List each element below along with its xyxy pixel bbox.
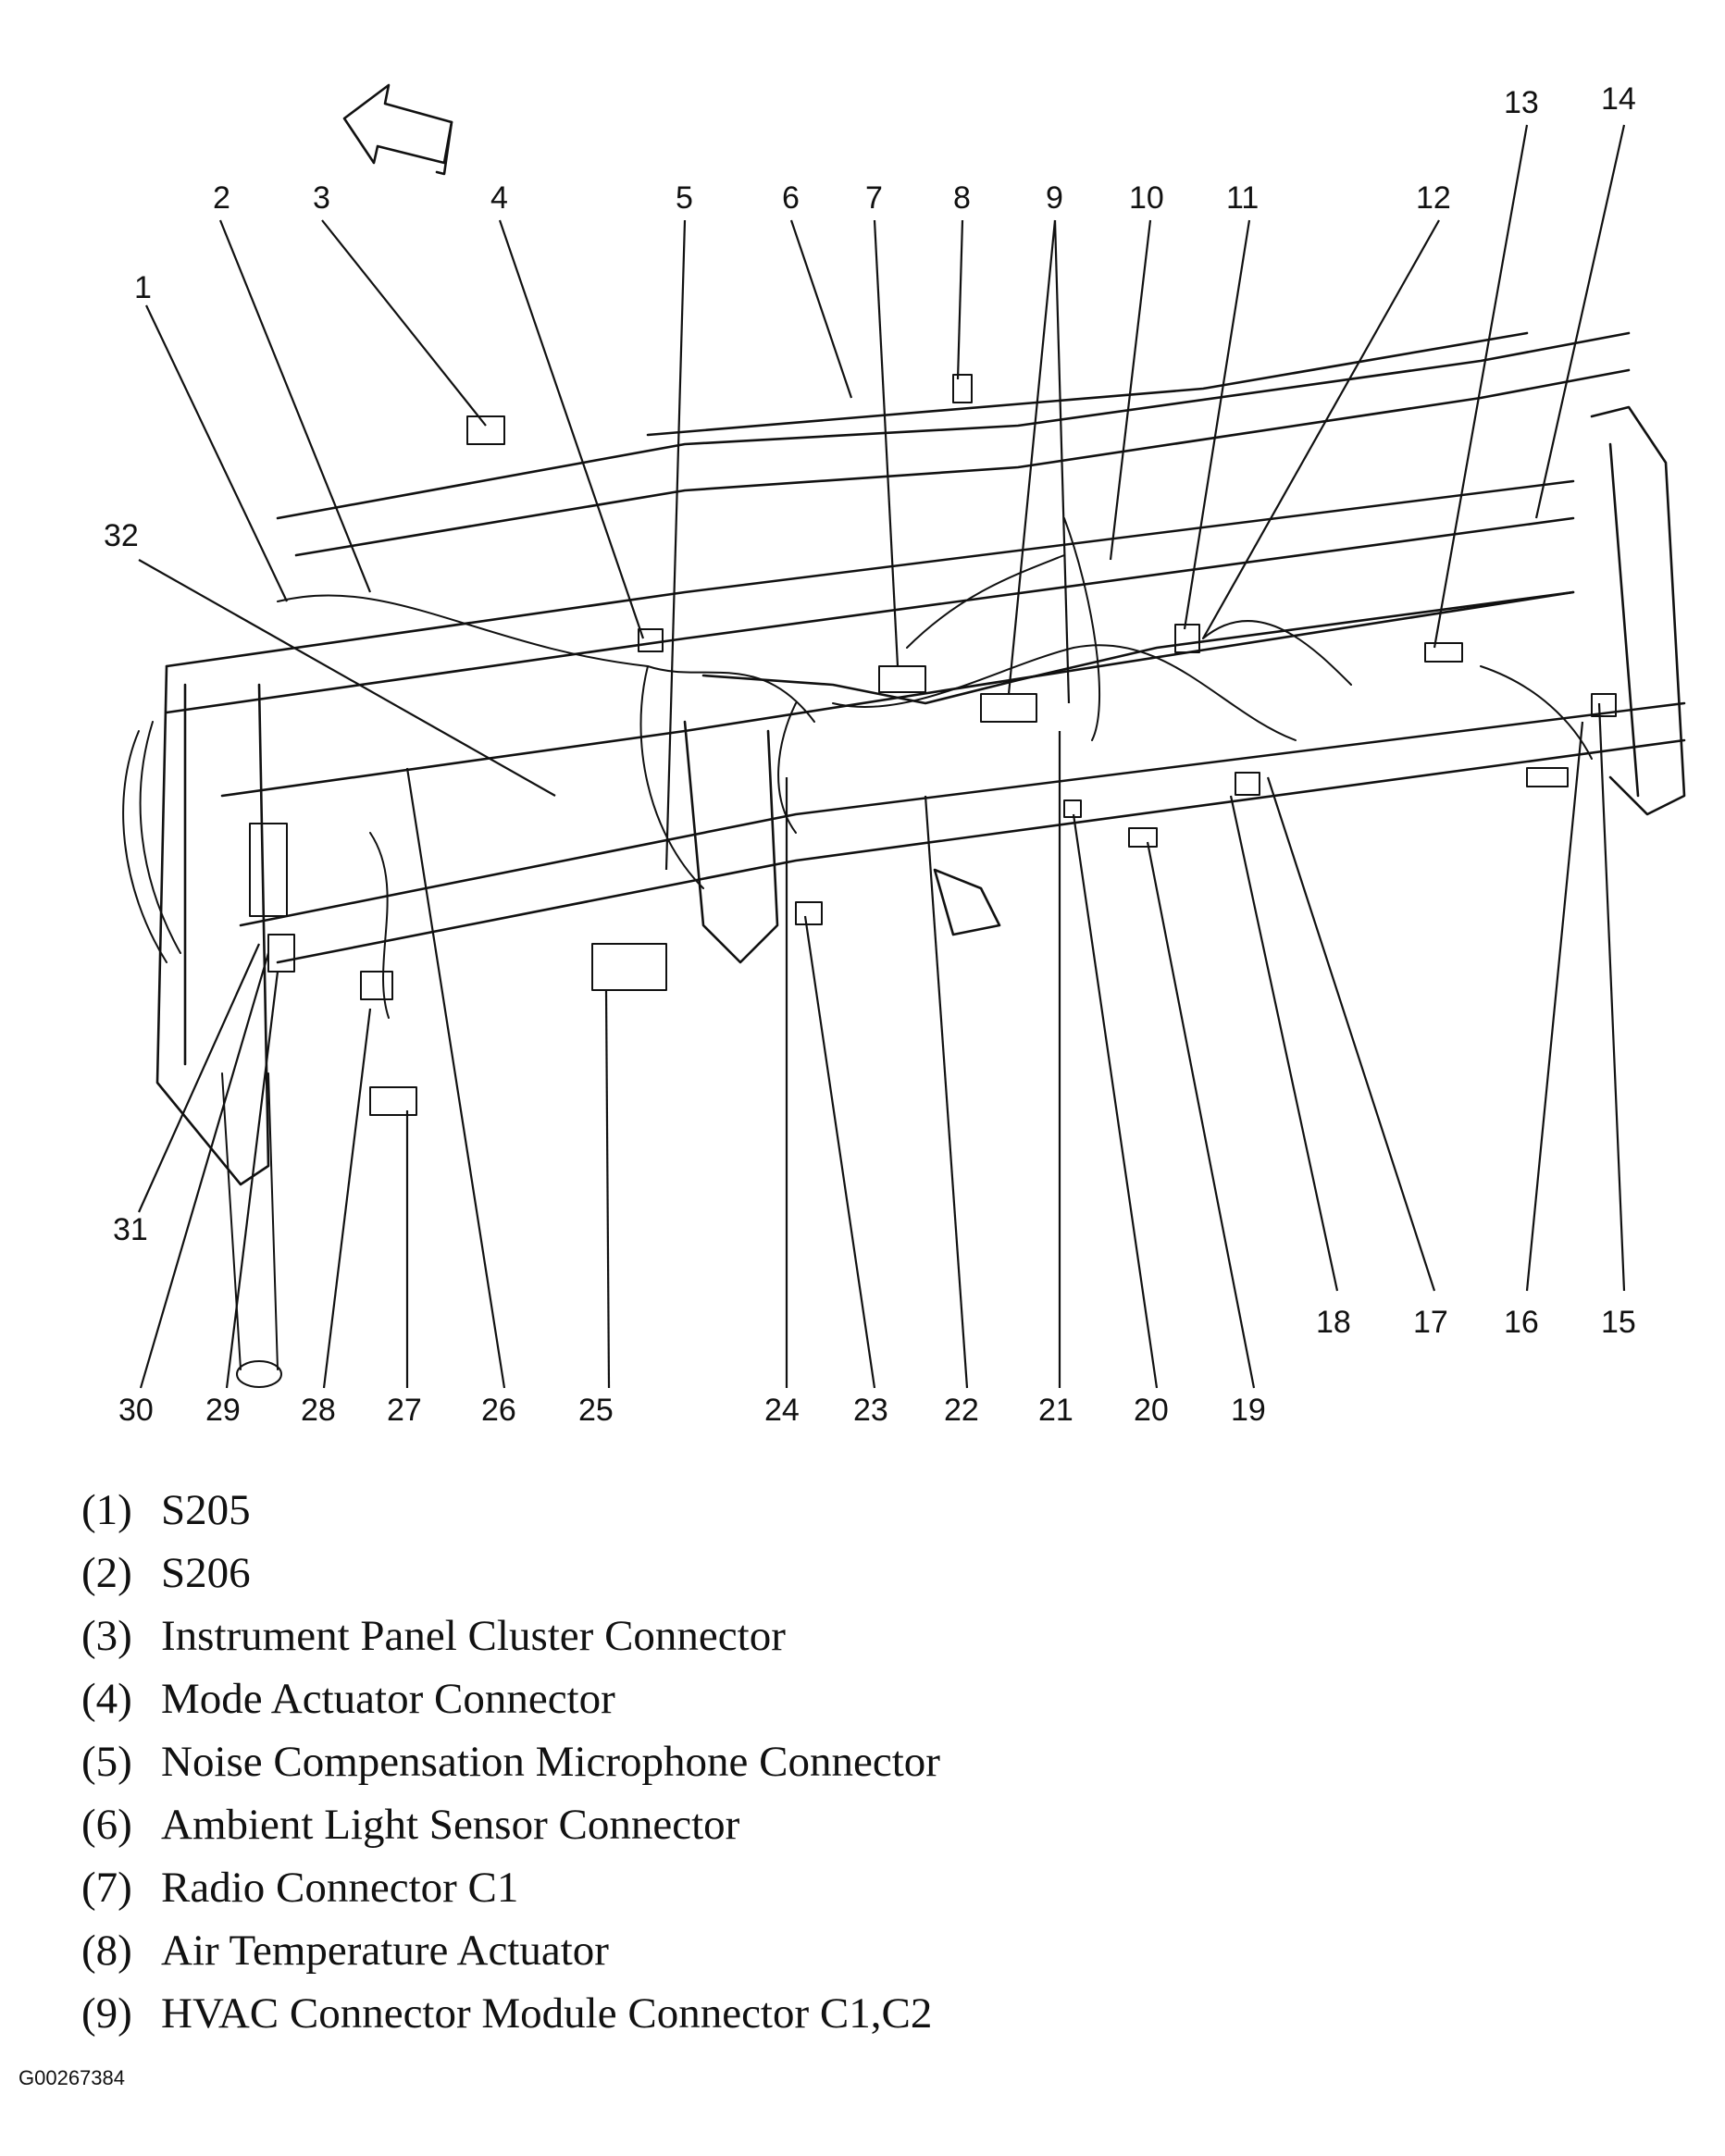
legend-number: (5) (81, 1738, 132, 1786)
legend-item: (9) HVAC Connector Module Connector C1,C2 (81, 1982, 940, 2045)
legend-label: S206 (161, 1549, 251, 1597)
drain-tube (221, 1072, 282, 1388)
instrument-panel-frame (155, 331, 1686, 1186)
legend-label: Ambient Light Sensor Connector (161, 1801, 740, 1849)
connectors (249, 374, 1617, 1116)
legend-label: Air Temperature Actuator (161, 1927, 609, 1975)
legend-item: (3) Instrument Panel Cluster Connector (81, 1605, 940, 1667)
callout-9: 9 (1046, 180, 1063, 216)
callout-21: 21 (1038, 1393, 1073, 1428)
callout-3: 3 (313, 180, 330, 216)
legend-number: (4) (81, 1675, 132, 1723)
callout-12: 12 (1416, 180, 1451, 216)
figure-id: G00267384 (19, 2066, 125, 2089)
callout-11: 11 (1226, 180, 1259, 216)
legend-label: HVAC Connector Module Connector C1,C2 (161, 1989, 933, 2038)
legend-number: (2) (81, 1549, 132, 1597)
callout-numbers: 1 2 3 4 5 6 7 8 9 10 11 12 13 14 15 16 1… (104, 81, 1636, 1428)
legend-item: (4) Mode Actuator Connector (81, 1667, 940, 1730)
legend-label: S205 (161, 1486, 251, 1534)
direction-arrow-icon (342, 83, 453, 176)
callout-8: 8 (953, 180, 971, 216)
legend-number: (9) (81, 1989, 132, 2038)
callout-27: 27 (387, 1393, 422, 1428)
legend-item: (1) S205 (81, 1479, 940, 1542)
legend-item: (6) Ambient Light Sensor Connector (81, 1793, 940, 1856)
legend-number: (7) (81, 1864, 132, 1912)
callout-32: 32 (104, 518, 139, 553)
legend-item: (7) Radio Connector C1 (81, 1856, 940, 1919)
callout-16: 16 (1504, 1305, 1539, 1340)
legend-item: (5) Noise Compensation Microphone Connect… (81, 1730, 940, 1793)
legend-item: (2) S206 (81, 1542, 940, 1605)
callout-26: 26 (481, 1393, 516, 1428)
legend-number: (3) (81, 1612, 132, 1660)
callout-17: 17 (1413, 1305, 1448, 1340)
callout-4: 4 (490, 180, 508, 216)
wiring-harness (122, 517, 1593, 1019)
wiring-harness-diagram: 1 2 3 4 5 6 7 8 9 10 11 12 13 14 15 16 1… (104, 81, 1686, 1428)
callout-22: 22 (944, 1393, 979, 1428)
legend-number: (6) (81, 1801, 132, 1849)
callout-28: 28 (301, 1393, 336, 1428)
callout-10: 10 (1129, 180, 1164, 216)
callout-20: 20 (1134, 1393, 1169, 1428)
callout-31: 31 (113, 1212, 148, 1247)
callout-1: 1 (134, 270, 152, 305)
legend-label: Radio Connector C1 (161, 1864, 519, 1912)
callout-18: 18 (1316, 1305, 1351, 1340)
callout-30: 30 (118, 1393, 154, 1428)
callout-2: 2 (213, 180, 230, 216)
callout-6: 6 (782, 180, 800, 216)
legend-label: Noise Compensation Microphone Connector (161, 1738, 940, 1786)
legend-label: Instrument Panel Cluster Connector (161, 1612, 786, 1660)
callout-13: 13 (1504, 85, 1539, 120)
callout-24: 24 (764, 1393, 800, 1428)
callout-7: 7 (865, 180, 883, 216)
callout-29: 29 (205, 1393, 241, 1428)
callout-15: 15 (1601, 1305, 1636, 1340)
legend-number: (1) (81, 1486, 132, 1534)
callout-19: 19 (1231, 1393, 1266, 1428)
callout-legend: (1) S205 (2) S206 (3) Instrument Panel Clus… (81, 1479, 940, 2045)
callout-14: 14 (1601, 81, 1636, 117)
callout-23: 23 (853, 1393, 888, 1428)
callout-25: 25 (578, 1393, 614, 1428)
callout-5: 5 (676, 180, 693, 216)
legend-item: (8) Air Temperature Actuator (81, 1919, 940, 1982)
leader-lines (137, 124, 1626, 1389)
legend-number: (8) (81, 1927, 132, 1975)
legend-label: Mode Actuator Connector (161, 1675, 615, 1723)
